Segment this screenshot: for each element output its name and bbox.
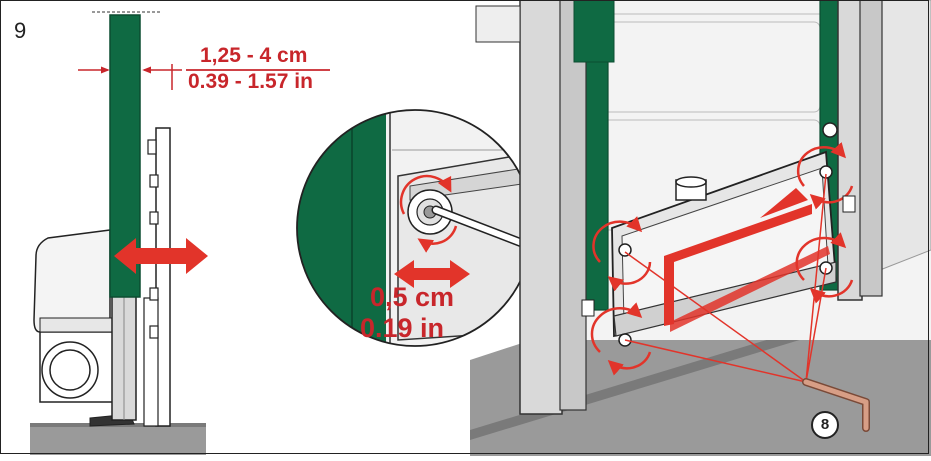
adjust-in-label: 0.19 in xyxy=(360,313,445,343)
double-arrow-icon xyxy=(114,238,208,274)
bolt-icon xyxy=(407,189,453,235)
allen-key-icon xyxy=(802,378,870,432)
frame-overview xyxy=(470,0,931,456)
adjust-cm-label: 0,5 cm xyxy=(370,282,455,312)
tool-callout-badge: 8 xyxy=(811,411,839,439)
magnifier-detail xyxy=(296,109,534,347)
wall-gap-cm-label: 1,25 - 4 cm xyxy=(200,44,308,67)
rotate-arrow-icon xyxy=(399,174,458,253)
rotate-arrow-icon xyxy=(590,142,854,376)
wall-gap-in-label: 0.39 - 1.57 in xyxy=(188,70,313,93)
side-section-view xyxy=(30,11,330,455)
step-number: 9 xyxy=(14,18,27,43)
